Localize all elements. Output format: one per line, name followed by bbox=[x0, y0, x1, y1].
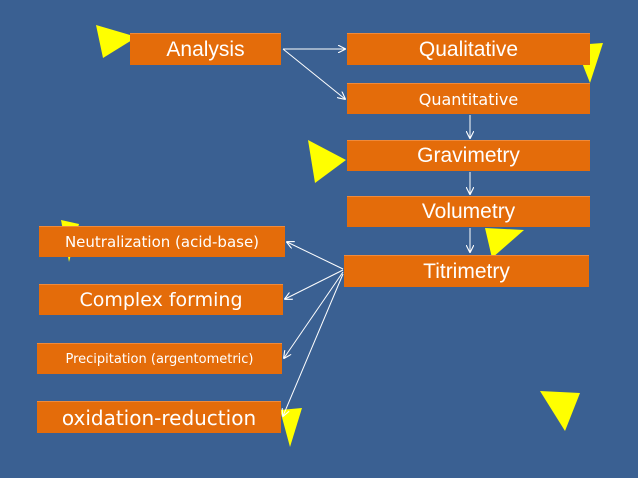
node-titrimetry: Titrimetry bbox=[344, 255, 589, 287]
yellow-triangle-decoration bbox=[308, 140, 346, 183]
node-complex-forming: Complex forming bbox=[39, 284, 283, 315]
arrow-analysis-to-quantitative bbox=[282, 48, 345, 99]
arrow-titrimetry-to-oxidation-reduction bbox=[283, 273, 344, 416]
node-gravimetry: Gravimetry bbox=[347, 140, 590, 171]
yellow-triangle-decoration bbox=[485, 228, 524, 258]
node-quantitative: Quantitative bbox=[347, 83, 590, 114]
yellow-triangle-decoration bbox=[540, 391, 580, 431]
yellow-triangle-decoration bbox=[96, 25, 137, 58]
node-precipitation: Precipitation (argentometric) bbox=[37, 343, 282, 374]
node-neutralization: Neutralization (acid-base) bbox=[39, 226, 285, 257]
node-qualitative: Qualitative bbox=[347, 33, 590, 65]
node-oxidation-reduction: oxidation-reduction bbox=[37, 401, 281, 433]
node-analysis: Analysis bbox=[130, 33, 281, 65]
yellow-triangle-decoration bbox=[280, 408, 302, 447]
arrow-titrimetry-to-complex-forming bbox=[285, 269, 344, 299]
node-volumetry: Volumetry bbox=[347, 196, 590, 227]
arrow-titrimetry-to-neutralization bbox=[287, 242, 344, 270]
arrow-titrimetry-to-precipitation bbox=[284, 271, 344, 358]
